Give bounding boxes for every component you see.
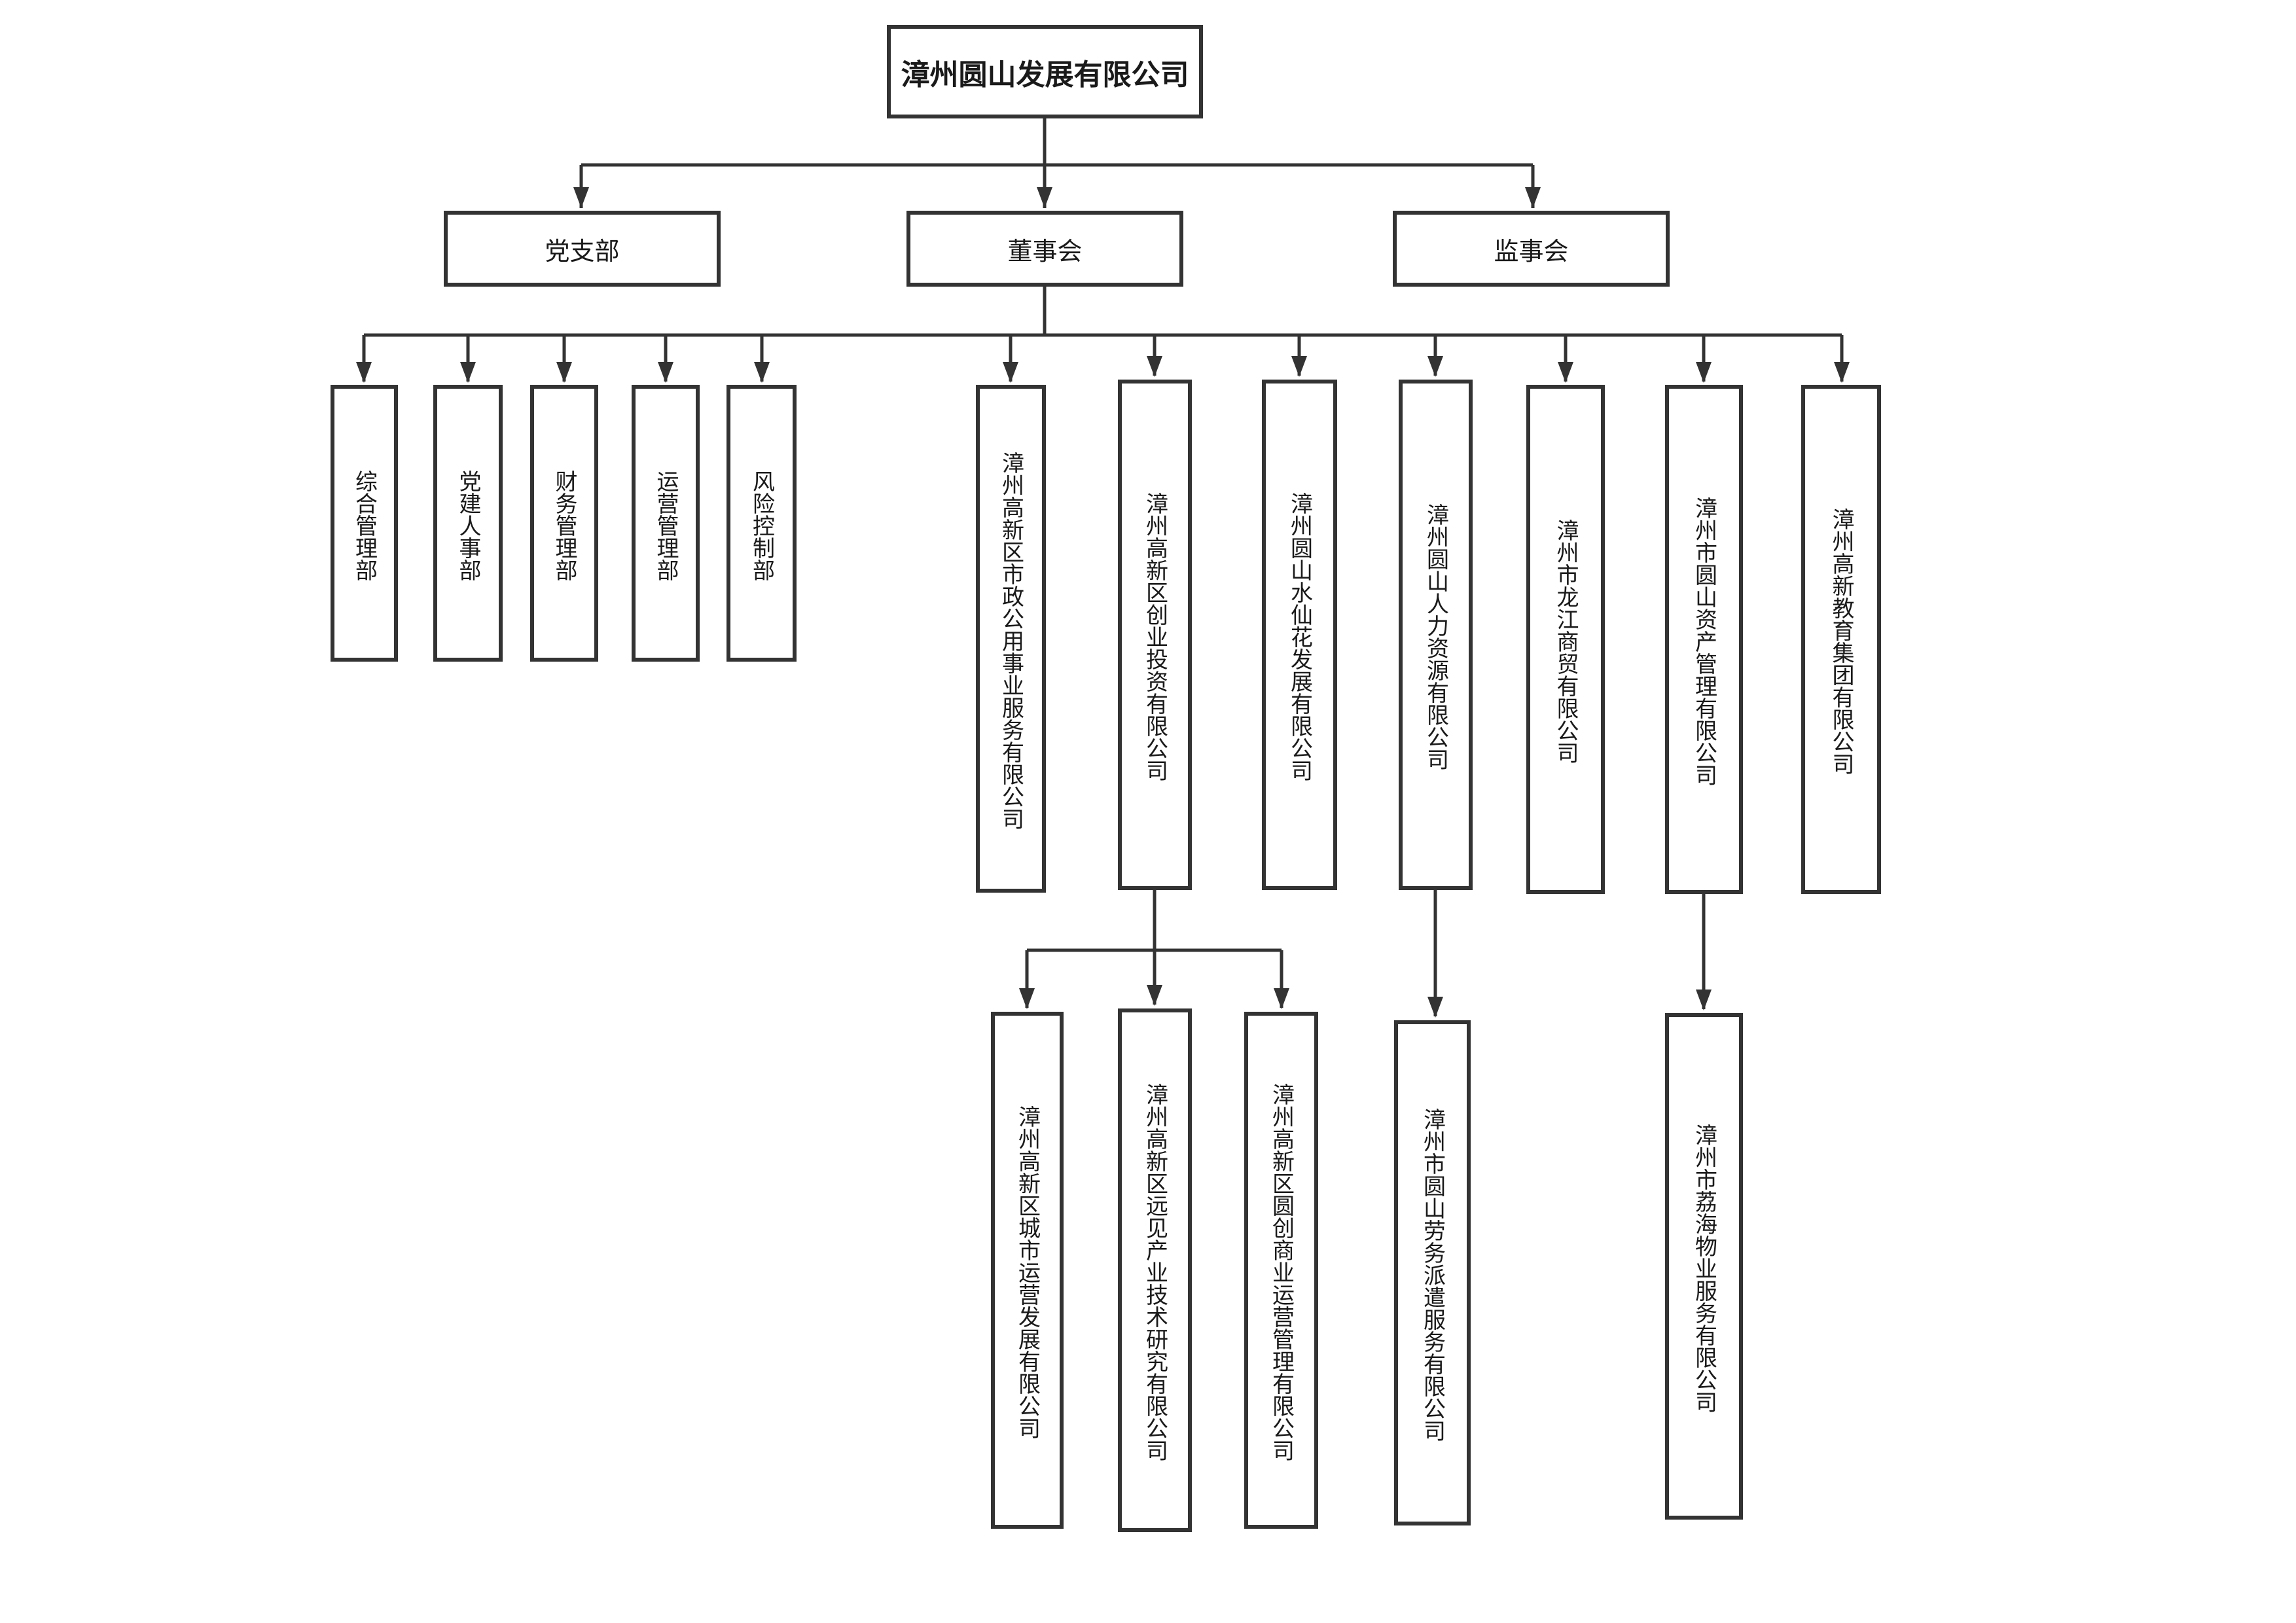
node-hr-child-label: 漳州市圆山劳务派遣服务有限公司: [1419, 1108, 1446, 1442]
node-supervisory-board-label: 监事会: [1494, 236, 1569, 266]
node-department: 党建人事部: [433, 385, 503, 662]
node-department: 财务管理部: [530, 385, 598, 662]
node-department-label: 财务管理部: [551, 469, 577, 581]
node-subsidiary-label: 漳州高新教育集团有限公司: [1828, 508, 1854, 775]
node-subsidiary-label: 漳州高新区市政公用事业服务有限公司: [997, 452, 1024, 830]
node-department: 综合管理部: [331, 385, 398, 662]
node-subsidiary-label: 漳州市圆山资产管理有限公司: [1691, 497, 1717, 786]
node-venture-child: 漳州高新区圆创商业运营管理有限公司: [1244, 1012, 1318, 1529]
node-department-label: 运营管理部: [653, 469, 679, 581]
node-subsidiary: 漳州市龙江商贸有限公司: [1526, 385, 1605, 894]
node-subsidiary-label: 漳州高新区创业投资有限公司: [1141, 492, 1168, 781]
node-venture-child-label: 漳州高新区圆创商业运营管理有限公司: [1268, 1083, 1295, 1461]
node-department-label: 风险控制部: [748, 469, 775, 581]
node-asset-child: 漳州市荔海物业服务有限公司: [1665, 1013, 1743, 1520]
node-department-label: 党建人事部: [455, 469, 481, 581]
node-subsidiary: 漳州圆山人力资源有限公司: [1399, 380, 1473, 890]
node-subsidiary: 漳州高新区创业投资有限公司: [1118, 380, 1192, 890]
node-venture-child-label: 漳州高新区远见产业技术研究有限公司: [1141, 1083, 1168, 1461]
node-subsidiary: 漳州高新区市政公用事业服务有限公司: [976, 385, 1046, 893]
node-hr-child: 漳州市圆山劳务派遣服务有限公司: [1394, 1020, 1471, 1525]
node-party-branch: 党支部: [444, 211, 721, 287]
node-department-label: 综合管理部: [351, 469, 378, 581]
node-root-label: 漳州圆山发展有限公司: [901, 58, 1189, 92]
node-subsidiary-label: 漳州圆山人力资源有限公司: [1422, 503, 1449, 770]
node-root: 漳州圆山发展有限公司: [887, 25, 1203, 118]
node-department: 风险控制部: [726, 385, 797, 662]
node-party-branch-label: 党支部: [545, 236, 620, 266]
node-venture-child: 漳州高新区远见产业技术研究有限公司: [1118, 1008, 1192, 1532]
node-subsidiary: 漳州圆山水仙花发展有限公司: [1262, 380, 1337, 890]
node-department: 运营管理部: [632, 385, 700, 662]
node-supervisory-board: 监事会: [1393, 211, 1670, 287]
node-subsidiary-label: 漳州圆山水仙花发展有限公司: [1286, 492, 1313, 781]
node-subsidiary-label: 漳州市龙江商贸有限公司: [1552, 519, 1579, 764]
node-subsidiary: 漳州市圆山资产管理有限公司: [1665, 385, 1743, 894]
node-asset-child-label: 漳州市荔海物业服务有限公司: [1691, 1124, 1717, 1413]
node-subsidiary: 漳州高新教育集团有限公司: [1801, 385, 1881, 894]
node-board: 董事会: [906, 211, 1183, 287]
node-venture-child-label: 漳州高新区城市运营发展有限公司: [1014, 1105, 1041, 1439]
node-venture-child: 漳州高新区城市运营发展有限公司: [991, 1012, 1064, 1529]
node-board-label: 董事会: [1007, 236, 1083, 266]
